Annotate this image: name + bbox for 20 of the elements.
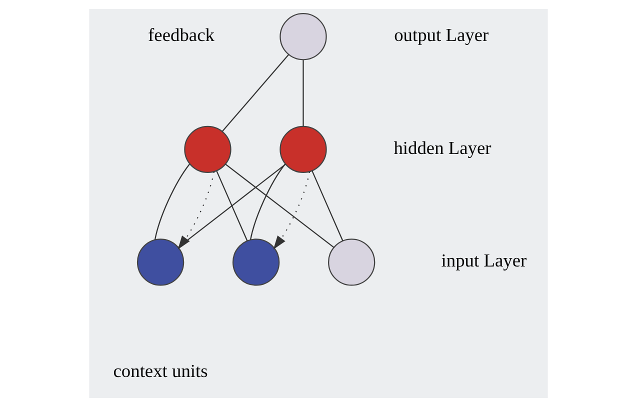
connector — [216, 170, 248, 241]
connector — [302, 60, 304, 126]
connector — [249, 163, 286, 240]
connector — [221, 54, 289, 132]
node-circle — [136, 238, 184, 286]
arrow — [272, 171, 310, 249]
label: feedback — [148, 24, 214, 44]
label: output Layer — [394, 24, 488, 44]
node-circle — [232, 238, 280, 286]
connector — [224, 163, 334, 248]
node-circle — [328, 238, 375, 286]
node-circle — [279, 125, 326, 172]
label: context units — [112, 360, 208, 381]
label: input Layer — [440, 250, 526, 270]
connector — [178, 163, 286, 248]
node-circle — [184, 125, 231, 172]
label: hidden Layer — [393, 137, 491, 158]
node-circle — [279, 12, 326, 60]
connector — [154, 163, 190, 240]
connector — [311, 170, 343, 241]
